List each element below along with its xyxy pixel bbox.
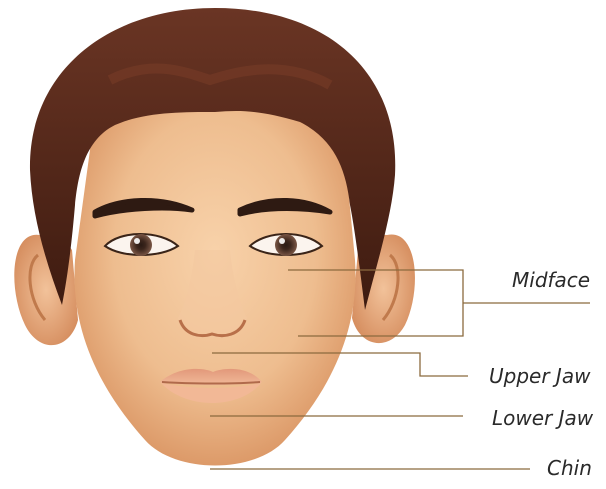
midface-label: Midface — [512, 270, 590, 290]
upper-jaw-label: Upper Jaw — [489, 366, 590, 386]
lower-jaw-label: Lower Jaw — [492, 408, 593, 428]
chin-label: Chin — [547, 458, 592, 478]
